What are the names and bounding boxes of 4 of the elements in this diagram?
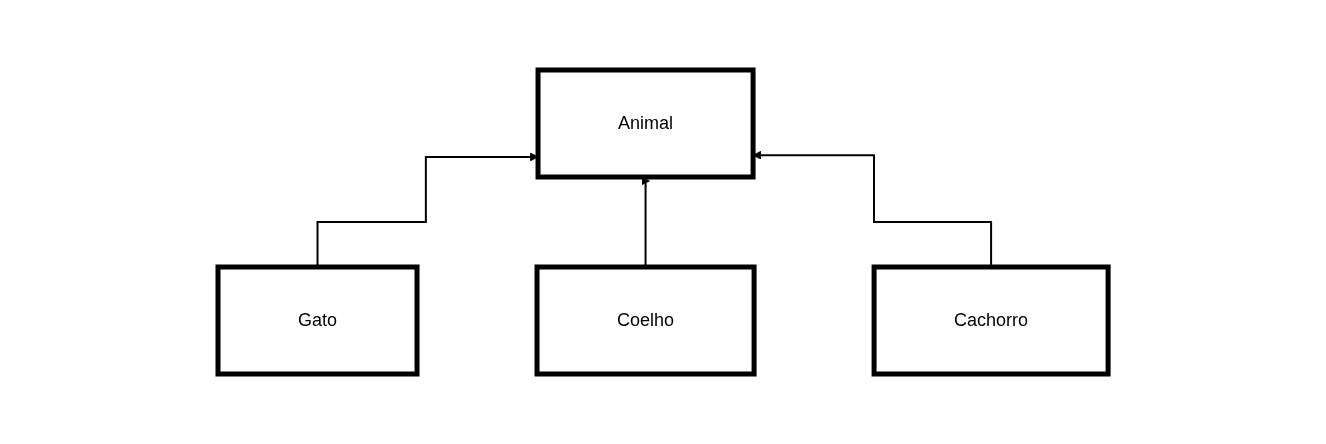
- node-box: Coelho: [534, 264, 757, 377]
- node-box: Cachorro: [871, 264, 1111, 377]
- node-box: Animal: [535, 67, 756, 180]
- node-box: Gato: [215, 264, 420, 377]
